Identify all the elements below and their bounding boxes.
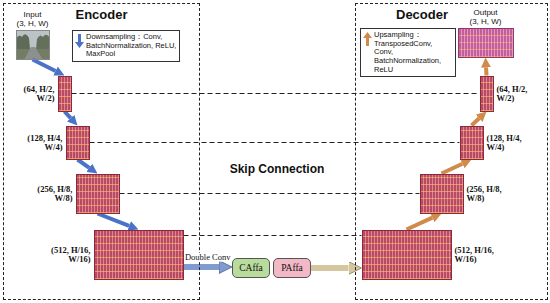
feature-map-block: (64, H/2, W/2) [480, 76, 494, 112]
dimension-label: Output [470, 8, 502, 17]
text-holder: Output(3, H, W) [470, 8, 502, 26]
feature-map-block: (256, H/8, W/8) [76, 174, 120, 214]
legend-text: Upsampling：TransposedConv, Conv, BatchNo… [374, 31, 453, 74]
text-holder: (64, H/2, W/2) [497, 84, 543, 103]
legend-arrow [75, 34, 84, 48]
text-holder: Input(3, H, W) [17, 10, 49, 28]
text-holder: (512, H/16, W/16) [41, 245, 91, 264]
feature-map-block: (512, H/16, W/16) [94, 230, 184, 280]
flow-arrow [78, 160, 90, 168]
dimension-label: (64, H/2, W/2) [5, 84, 55, 103]
flow-arrow [407, 218, 433, 230]
text-holder: (256, H/8, W/8) [23, 184, 73, 203]
flow-arrow [442, 164, 463, 174]
legend-arrow [75, 34, 84, 48]
skip-connection [120, 193, 420, 194]
attention-module-box: PAffa [273, 258, 311, 278]
legend-arrow [363, 32, 372, 46]
text-holder: Encoder [4, 7, 199, 22]
flow-arrow [472, 118, 480, 125]
dimension-label: (128, H/4, W/4) [13, 133, 63, 152]
text-holder: (128, H/4, W/4) [13, 133, 63, 152]
legend-box: Upsampling：TransposedConv, Conv, BatchNo… [360, 28, 456, 77]
text-holder: Decoder [396, 7, 448, 22]
dimension-label: (3, H, W) [17, 19, 49, 28]
attention-module-box: CAffa [232, 258, 270, 278]
input-image: Input(3, H, W) [16, 30, 50, 60]
flow-arrow [98, 214, 130, 226]
dimension-label: Input [17, 10, 49, 19]
output-image: Output(3, H, W) [458, 28, 514, 58]
feature-map-block: (512, H/16, W/16) [362, 230, 452, 280]
dimension-label: (3, H, W) [470, 17, 502, 26]
flow-arrow [65, 112, 71, 119]
flow-arrow [484, 67, 488, 75]
dimension-label: (64, H/2, W/2) [497, 84, 543, 103]
module-name: CAffa [239, 263, 263, 273]
skip-connection [184, 235, 362, 236]
flow-arrow [33, 60, 56, 72]
dimension-label: (128, H/4, W/4) [487, 133, 533, 152]
feature-map-block: (128, H/4, W/4) [460, 126, 484, 160]
feature-map-block: (128, H/4, W/4) [66, 126, 90, 160]
dimension-label: (256, H/8, W/8) [467, 184, 513, 203]
trees [16, 34, 30, 51]
dimension-label: (512, H/16, W/16) [41, 245, 91, 264]
trees [36, 35, 50, 51]
feature-map-block: (256, H/8, W/8) [420, 174, 464, 214]
module-name: PAffa [281, 263, 303, 273]
legend-box: Downsampling：Conv, BatchNormalization, R… [72, 30, 180, 62]
road-photo [16, 30, 50, 60]
skip-connection [72, 93, 480, 94]
dimension-label: (256, H/8, W/8) [23, 184, 73, 203]
flow-arrow [311, 265, 349, 271]
feature-map-block: (64, H/2, W/2) [58, 76, 72, 112]
region-title: Encoder [75, 7, 127, 22]
skip-connection [90, 142, 460, 143]
legend-text: Downsampling：Conv, BatchNormalization, R… [86, 33, 177, 59]
legend-arrow [363, 32, 372, 46]
text-holder: (512, H/16, W/16) [455, 245, 501, 264]
text-holder: (128, H/4, W/4) [487, 133, 533, 152]
edge-label: Double Conv [184, 253, 232, 262]
region-title: Decoder [396, 7, 448, 22]
sky [16, 30, 50, 60]
dimension-label: (512, H/16, W/16) [455, 245, 501, 264]
flow-arrow [184, 264, 220, 270]
text-holder: (256, H/8, W/8) [467, 184, 513, 203]
text-holder: (64, H/2, W/2) [5, 84, 55, 103]
section-label: Skip Connection [228, 162, 327, 176]
